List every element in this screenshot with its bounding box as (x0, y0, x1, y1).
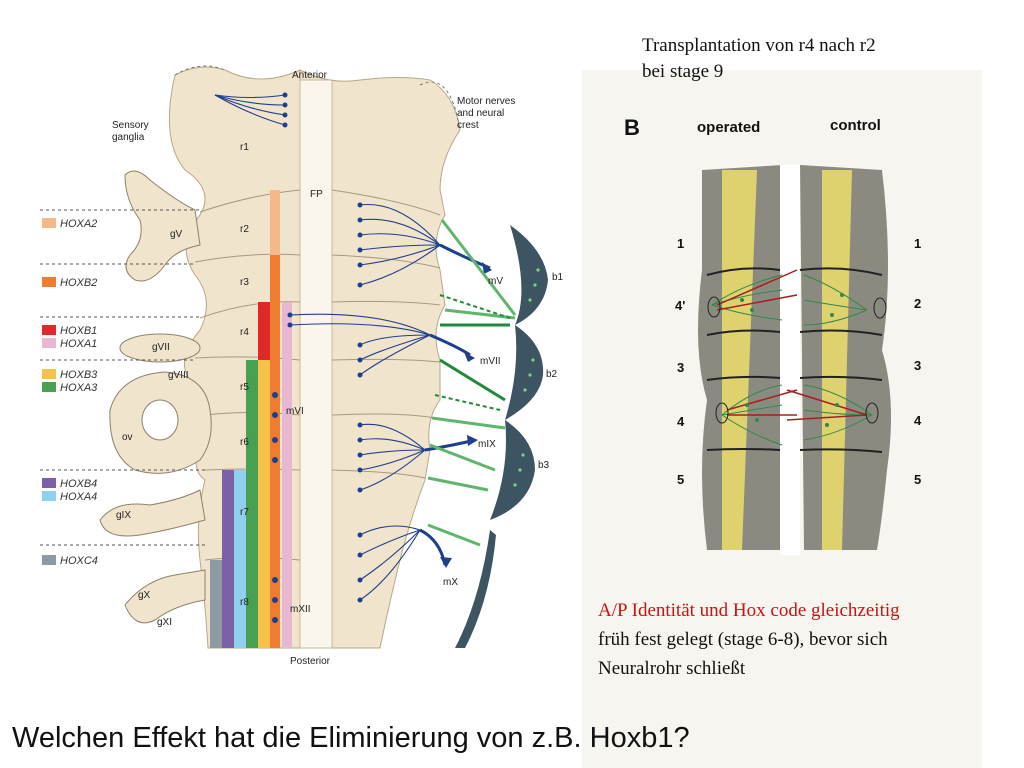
legend-label-hoxa4: HOXA4 (60, 491, 97, 503)
floor-plate (300, 80, 332, 648)
r2-label: r2 (240, 224, 249, 235)
ganglion-gX (125, 570, 205, 623)
r3-label: r3 (240, 277, 249, 288)
hoxb3-bar (258, 360, 270, 648)
gV-label: gV (170, 229, 183, 240)
b3-label: b3 (538, 460, 550, 471)
legend-swatch-hoxb4 (42, 478, 56, 488)
panel-letter-b: B (624, 115, 640, 140)
arch-b2 (505, 325, 543, 420)
r6-label: r6 (240, 437, 249, 448)
operated-number-5: 5 (677, 472, 684, 487)
control-number-3: 3 (914, 358, 921, 373)
legend-swatch-hoxb1 (42, 325, 56, 335)
gVIII-label: gVIII (168, 370, 189, 381)
legend-label-hoxb1: HOXB1 (60, 325, 97, 337)
r4-label: r4 (240, 327, 249, 338)
operated-number-1: 1 (677, 236, 684, 251)
legend-label-hoxb4: HOXB4 (60, 478, 97, 490)
legend-label-hoxa1: HOXA1 (60, 338, 97, 350)
hoxb4-bar (222, 470, 234, 648)
control-number-5: 5 (914, 472, 921, 487)
b2-label: b2 (546, 369, 558, 380)
legend-label-hoxc4: HOXC4 (60, 555, 98, 567)
question-text: Welchen Effekt hat die Eliminierung von … (12, 722, 690, 755)
legend-swatch-hoxa2 (42, 218, 56, 228)
legend-swatch-hoxb2 (42, 277, 56, 287)
sensory-ganglia-label-2: ganglia (112, 132, 145, 143)
r1-label: r1 (240, 142, 249, 153)
hoxb2-bar (270, 255, 280, 648)
operated-number-4: 4 (677, 414, 685, 429)
gX-label: gX (138, 590, 151, 601)
hoxa1-bar (282, 302, 292, 648)
operated-label: operated (697, 119, 760, 136)
posterior-label: Posterior (290, 656, 331, 667)
legend-label-hoxa2: HOXA2 (60, 218, 97, 230)
hoxb1-bar (258, 302, 270, 360)
legend-label-hoxa3: HOXA3 (60, 382, 98, 394)
transplant-caption-line1: Transplantation von r4 nach r2 (642, 33, 1012, 59)
mIX-label: mIX (478, 439, 496, 450)
r8-label: r8 (240, 597, 249, 608)
transplant-caption-line2: bei stage 9 (642, 59, 1012, 85)
arch-b1 (510, 225, 548, 325)
motor-nerves-label-3: crest (457, 120, 479, 131)
anterior-label: Anterior (292, 70, 328, 81)
legend-swatch-hoxc4 (42, 555, 56, 565)
control-label: control (830, 117, 881, 134)
legend-label-hoxb2: HOXB2 (60, 277, 97, 289)
legend-swatch-hoxa4 (42, 491, 56, 501)
r5-label: r5 (240, 382, 249, 393)
identity-caption-red-line: A/P Identität und Hox code gleichzeitig (598, 596, 1018, 625)
identity-caption-line3: Neuralrohr schließt (598, 654, 1018, 683)
motor-nerves-label-2: and neural (457, 108, 504, 119)
gXI-label: gXI (157, 617, 172, 628)
legend-swatch-hoxb3 (42, 369, 56, 379)
control-number-1: 1 (914, 236, 921, 251)
gIX-label: gIX (116, 510, 131, 521)
b1-label: b1 (552, 272, 564, 283)
arch-b3 (490, 420, 535, 520)
mVI-label: mVI (286, 406, 304, 417)
arch-posterior (455, 530, 496, 648)
legend-swatch-hoxa3 (42, 382, 56, 392)
identity-caption-line2: früh fest gelegt (stage 6-8), bevor sich (598, 625, 1018, 654)
mVII-label: mVII (480, 356, 501, 367)
fp-label: FP (310, 189, 323, 200)
hoxa4-bar (234, 470, 246, 648)
legend-swatch-hoxa1 (42, 338, 56, 348)
mV-label: mV (488, 276, 503, 287)
identity-caption: A/P Identität und Hox code gleichzeitig … (598, 596, 1018, 683)
ov-label: ov (122, 432, 133, 443)
operated-number-4prime: 4' (675, 298, 685, 313)
hoxc4-bar (210, 560, 222, 648)
legend-label-hoxb3: HOXB3 (60, 369, 98, 381)
hindbrain-hox-diagram: HOXA2 HOXB2 HOXB1 HOXA1 HOXB3 HOXA3 HOXB… (0, 0, 580, 700)
operated-number-3: 3 (677, 360, 684, 375)
sensory-ganglia-label-1: Sensory (112, 120, 149, 131)
r7-label: r7 (240, 507, 249, 518)
transplant-caption: Transplantation von r4 nach r2 bei stage… (642, 33, 1012, 85)
mX-label: mX (443, 577, 458, 588)
control-number-4: 4 (914, 413, 922, 428)
motor-nerves-label-1: Motor nerves (457, 96, 515, 107)
control-number-2: 2 (914, 296, 921, 311)
gVII-label: gVII (152, 342, 170, 353)
mXII-label: mXII (290, 604, 311, 615)
